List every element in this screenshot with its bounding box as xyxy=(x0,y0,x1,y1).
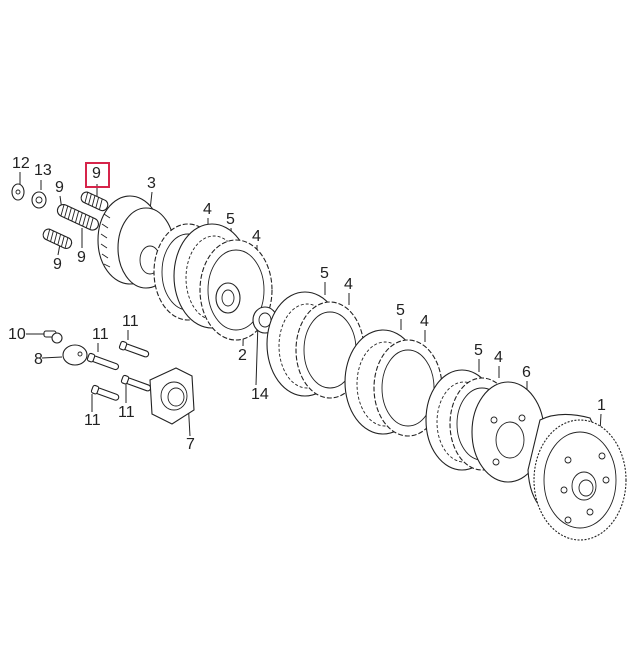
part-6-clutch-hub xyxy=(471,381,545,483)
callout-9[interactable]: 9 xyxy=(77,249,86,266)
part-9-springs xyxy=(42,191,109,250)
part-13-nut xyxy=(31,191,47,209)
callout-6[interactable]: 6 xyxy=(522,364,531,381)
callout-13[interactable]: 13 xyxy=(34,162,52,179)
callout-4[interactable]: 4 xyxy=(494,349,503,366)
callout-11[interactable]: 11 xyxy=(84,412,101,429)
callout-5[interactable]: 5 xyxy=(320,265,329,282)
callout-11[interactable]: 11 xyxy=(122,313,139,330)
callout-3[interactable]: 3 xyxy=(147,175,156,192)
part-12-washer xyxy=(11,183,25,201)
callout-9[interactable]: 9 xyxy=(53,256,62,273)
part-2-hub-nut xyxy=(215,282,241,314)
callout-4[interactable]: 4 xyxy=(203,201,212,218)
part-10-bolt xyxy=(43,330,63,344)
callout-5[interactable]: 5 xyxy=(396,302,405,319)
part-1-clutch-housing xyxy=(527,413,627,541)
callout-14[interactable]: 14 xyxy=(251,386,269,403)
callout-4[interactable]: 4 xyxy=(420,313,429,330)
part-8-bearing-spacer xyxy=(62,344,88,366)
highlight-box-part-9 xyxy=(85,162,110,188)
callout-4[interactable]: 4 xyxy=(344,276,353,293)
callout-11[interactable]: 11 xyxy=(118,404,135,421)
callout-5[interactable]: 5 xyxy=(474,342,483,359)
callout-7[interactable]: 7 xyxy=(186,436,195,453)
callout-10[interactable]: 10 xyxy=(8,326,26,343)
callout-1[interactable]: 1 xyxy=(597,397,606,414)
callout-4[interactable]: 4 xyxy=(252,228,261,245)
callout-5[interactable]: 5 xyxy=(226,211,235,228)
callout-11[interactable]: 11 xyxy=(92,326,109,343)
callout-8[interactable]: 8 xyxy=(34,351,43,368)
part-7-bearing-housing xyxy=(149,367,195,425)
part-11-bolts xyxy=(86,340,152,401)
callout-2[interactable]: 2 xyxy=(238,347,247,364)
callout-12[interactable]: 12 xyxy=(12,155,30,172)
callout-9-highlighted[interactable]: 9 xyxy=(92,165,101,182)
callout-9[interactable]: 9 xyxy=(55,179,64,196)
